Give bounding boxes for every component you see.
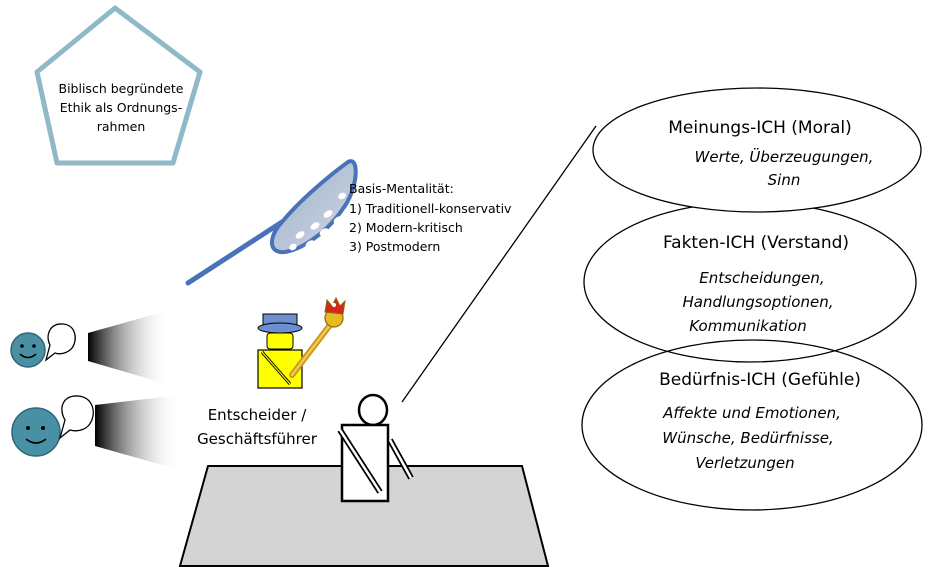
needs-line-2: Wünsche, Bedürfnisse,	[662, 429, 833, 447]
facts-line-1: Entscheidungen,	[699, 269, 824, 287]
needs-title: Bedürfnis-ICH (Gefühle)	[659, 370, 861, 390]
smiley-top	[10, 310, 170, 385]
net-icon	[185, 159, 358, 286]
voice-beam	[95, 395, 180, 470]
opinion-line-1: Werte, Überzeugungen,	[695, 147, 874, 166]
ellipse-opinion: Meinungs-ICH (Moral) Werte, Überzeugunge…	[592, 87, 922, 213]
ethics-pentagon: Biblisch begründete Ethik als Ordnungs- …	[34, 5, 203, 166]
facts-line-2: Handlungsoptionen,	[683, 293, 834, 311]
pentagon-line-2: Ethik als Ordnungs-	[60, 100, 182, 115]
mentality-item-3: 3) Postmodern	[349, 239, 440, 254]
needs-line-3: Verletzungen	[695, 454, 794, 472]
mentality-item-1: 1) Traditionell-konservativ	[349, 201, 512, 216]
decision-maker-line-1: Entscheider /	[208, 406, 308, 424]
decision-maker-line-2: Geschäftsführer	[197, 430, 318, 448]
ellipse-facts: Fakten-ICH (Verstand) Entscheidungen, Ha…	[583, 201, 917, 363]
smiley-icon	[11, 407, 61, 457]
pentagon-shape	[34, 5, 203, 166]
mentality-list: Basis-Mentalität: 1) Traditionell-konser…	[349, 181, 512, 254]
mentality-title: Basis-Mentalität:	[349, 181, 454, 196]
smiley-icon	[10, 332, 46, 368]
smiley-bottom	[11, 395, 180, 470]
opinion-title: Meinungs-ICH (Moral)	[668, 118, 852, 138]
scepter-icon	[289, 296, 346, 378]
speech-bubble-icon	[44, 323, 76, 362]
king-icon	[257, 313, 303, 389]
pentagon-line-3: rahmen	[97, 119, 146, 134]
needs-line-1: Affekte und Emotionen,	[662, 404, 841, 422]
pentagon-line-1: Biblisch begründete	[59, 81, 184, 96]
table-icon	[178, 465, 550, 567]
person-icon	[337, 393, 414, 503]
facts-line-3: Kommunikation	[689, 317, 807, 335]
connector-line	[401, 125, 597, 403]
ellipse-needs: Bedürfnis-ICH (Gefühle) Affekte und Emot…	[581, 339, 923, 511]
mentality-item-2: 2) Modern-kritisch	[349, 220, 463, 235]
facts-title: Fakten-ICH (Verstand)	[663, 233, 849, 253]
voice-beam	[88, 310, 170, 385]
opinion-line-2: Sinn	[768, 171, 801, 189]
speech-bubble-icon	[58, 395, 94, 440]
